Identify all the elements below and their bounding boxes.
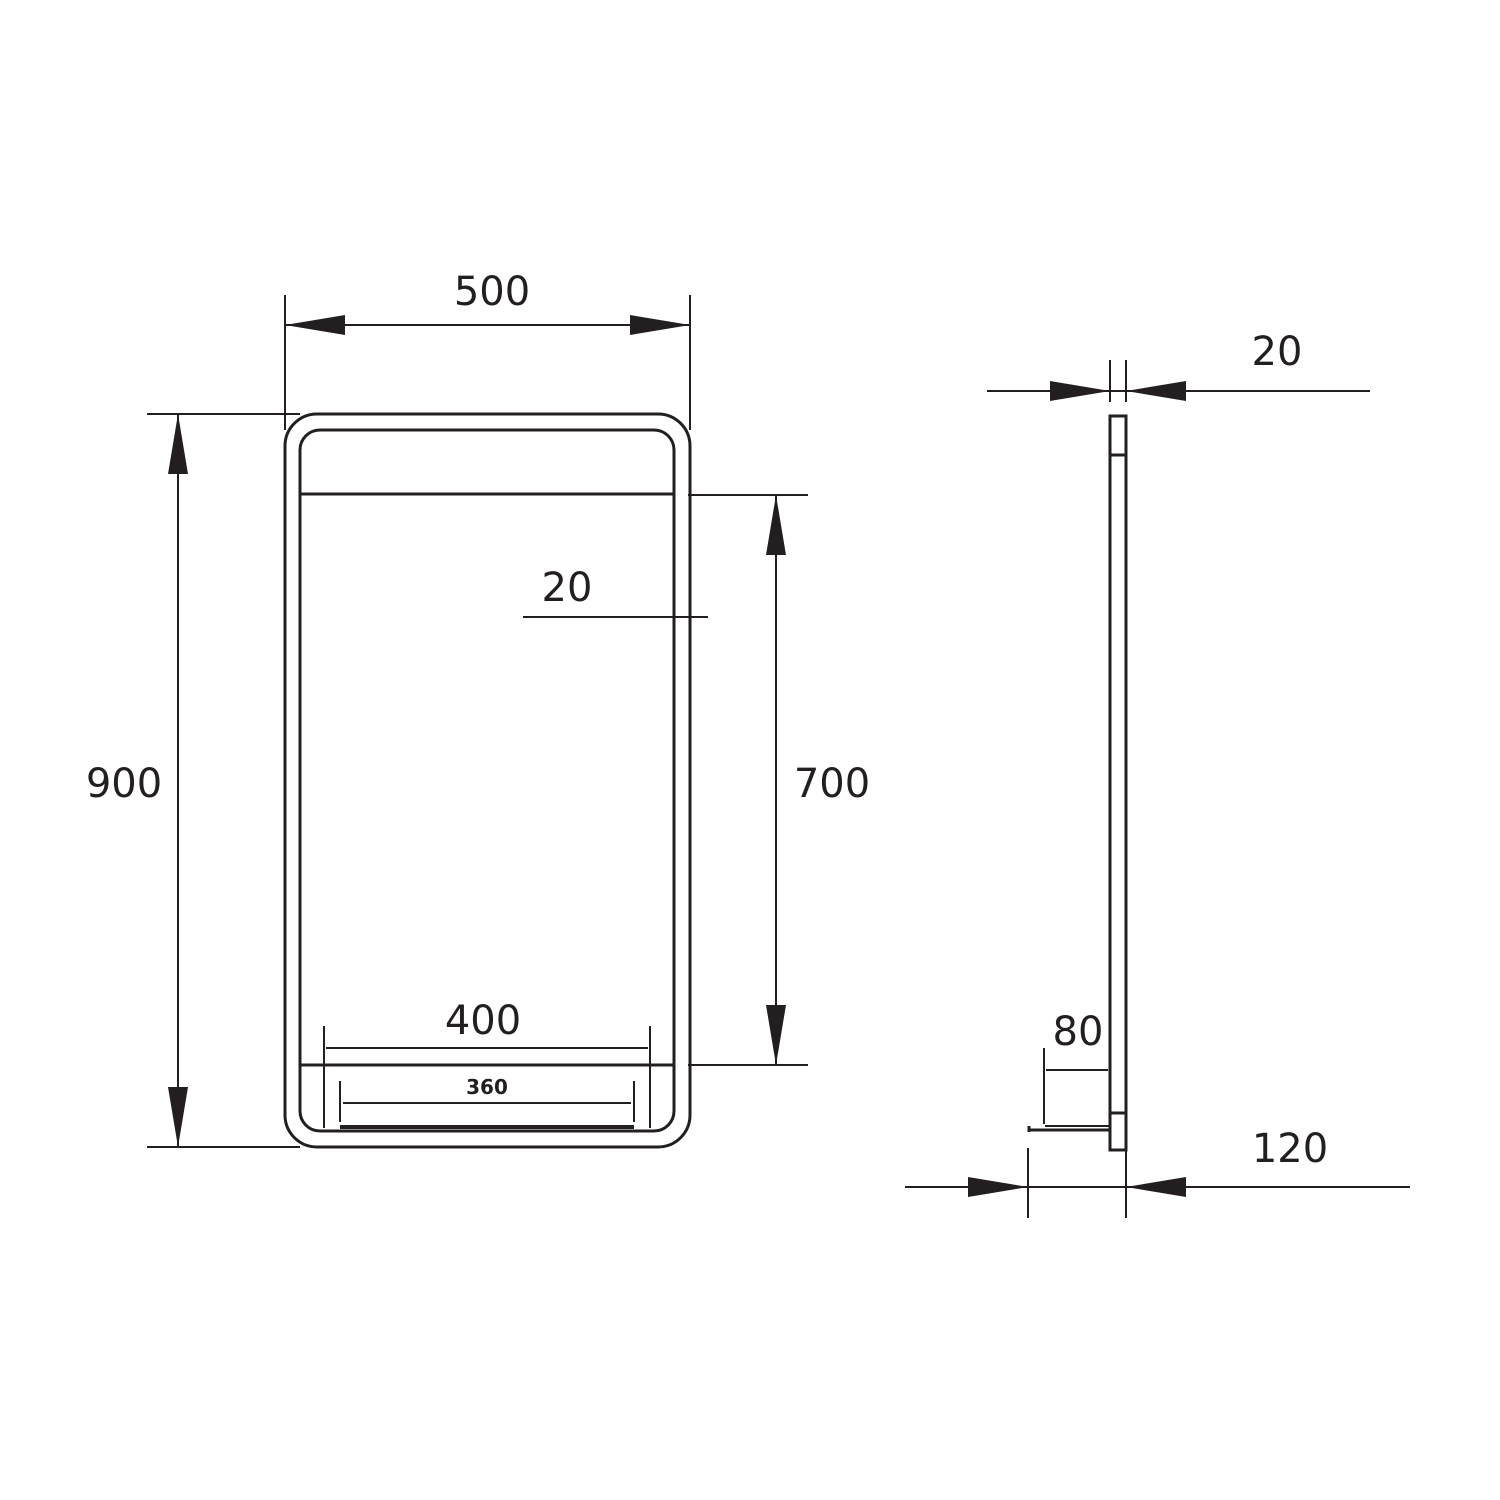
dimension-inner-height: 700 (688, 494, 870, 1066)
dimension-label-80: 80 (1053, 1009, 1104, 1055)
dimension-panel-depth: 20 (987, 329, 1370, 402)
arrow-right-icon (968, 1177, 1028, 1197)
dimension-label-120: 120 (1252, 1126, 1328, 1172)
side-view: 20 80 120 (905, 329, 1410, 1218)
arrow-up-icon (168, 414, 188, 474)
dimension-label-700: 700 (794, 761, 870, 807)
dimension-shelf-inner-width: 360 (339, 1075, 635, 1122)
dimension-border-inset: 20 (523, 565, 708, 618)
mirror-inner-frame (298, 428, 676, 1133)
arrow-right-icon (630, 315, 690, 335)
arrow-down-icon (168, 1087, 188, 1147)
dimension-overall-width: 500 (284, 269, 691, 430)
mirror-outer-frame (283, 412, 692, 1149)
dimension-label-360: 360 (466, 1075, 508, 1099)
arrow-right-icon (1050, 381, 1110, 401)
dimension-label-500: 500 (454, 269, 530, 315)
side-shelf (1027, 1125, 1110, 1132)
dimension-overall-height: 900 (86, 413, 300, 1148)
arrow-down-icon (766, 1005, 786, 1065)
dimension-label-900: 900 (86, 761, 162, 807)
arrow-left-icon (285, 315, 345, 335)
dimension-label-400: 400 (445, 998, 521, 1044)
side-panel (1108, 414, 1128, 1152)
front-view: 500 900 700 20 (86, 269, 870, 1149)
arrow-up-icon (766, 495, 786, 555)
arrow-left-icon (1126, 1177, 1186, 1197)
dimension-total-depth: 120 (905, 1126, 1410, 1218)
dimension-shelf-depth: 80 (1043, 1009, 1108, 1124)
arrow-left-icon (1126, 381, 1186, 401)
dimension-shelf-width: 400 (323, 998, 651, 1128)
dimension-label-20-side: 20 (1252, 329, 1303, 375)
dimension-label-20-front: 20 (542, 565, 593, 611)
